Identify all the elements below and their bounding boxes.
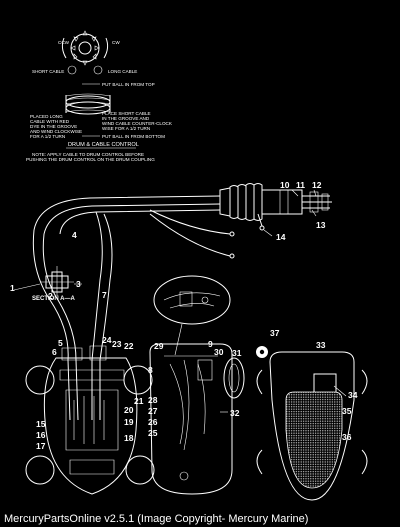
ccw-label: CCW bbox=[58, 40, 70, 45]
callout-12: 12 bbox=[312, 180, 322, 190]
callout-11: 11 bbox=[296, 180, 305, 190]
callout-28: 28 bbox=[148, 395, 158, 405]
callout-22: 22 bbox=[124, 341, 134, 351]
callout-21: 21 bbox=[134, 396, 144, 406]
callout-33: 33 bbox=[316, 340, 326, 350]
place-short-4: WISE FOR A 1/2 TURN bbox=[102, 126, 150, 131]
callout-35: 35 bbox=[342, 406, 352, 416]
callout-14: 14 bbox=[276, 232, 286, 242]
drum-note-2: PUSHING THE DRUM CONTROL ON THE DRUM COU… bbox=[26, 157, 155, 162]
callout-numbers: 1 2 3 4 5 6 7 8 9 10 11 12 13 14 15 16 1… bbox=[10, 180, 358, 451]
callout-1: 1 bbox=[10, 283, 15, 293]
callout-2: 2 bbox=[48, 291, 53, 301]
callout-27: 27 bbox=[148, 406, 158, 416]
placed-long-2: CABLE WITH RED bbox=[30, 119, 70, 124]
callout-5: 5 bbox=[58, 338, 63, 348]
long-cable-label: LONG CABLE bbox=[108, 69, 137, 74]
callout-18: 18 bbox=[124, 433, 134, 443]
callout-36: 36 bbox=[342, 432, 352, 442]
put-ball-top-label: PUT BALL IN FROM TOP bbox=[102, 82, 155, 87]
short-cable-label: SHORT CABLE bbox=[32, 69, 64, 74]
callout-17: 17 bbox=[36, 441, 46, 451]
exploded-view-drawing: CCW CW SHORT CABLE LONG CABLE PUT BALL I… bbox=[10, 30, 368, 501]
callout-3: 3 bbox=[76, 279, 81, 289]
drum-title: DRUM & CABLE CONTROL bbox=[68, 142, 139, 148]
callout-30: 30 bbox=[214, 347, 224, 357]
callout-8: 8 bbox=[148, 365, 153, 375]
callout-15: 15 bbox=[36, 419, 46, 429]
callout-29: 29 bbox=[154, 341, 164, 351]
callout-23: 23 bbox=[112, 339, 122, 349]
callout-9: 9 bbox=[208, 339, 213, 349]
put-ball-bottom-label: PUT BALL IN FROM BOTTOM bbox=[102, 134, 165, 139]
callout-10: 10 bbox=[280, 180, 290, 190]
section-a-a-detail: SECTION A—A bbox=[32, 266, 75, 302]
placed-long-4: AND WIND CLOCKWISE bbox=[30, 129, 82, 134]
middle-housing-assembly bbox=[149, 343, 245, 495]
callout-16: 16 bbox=[36, 430, 46, 440]
grip-pad bbox=[285, 391, 343, 489]
leader-lines bbox=[13, 189, 347, 413]
callout-20: 20 bbox=[124, 405, 134, 415]
callout-13: 13 bbox=[316, 220, 326, 230]
image-copyright-caption: MercuryPartsOnline v2.5.1 (Image Copyrig… bbox=[0, 512, 400, 527]
magnified-detail bbox=[153, 275, 231, 356]
cable-harness bbox=[33, 183, 332, 259]
right-housing-assembly bbox=[256, 346, 368, 501]
callout-4: 4 bbox=[72, 230, 77, 240]
place-short-2: IN THE GROOVE AND bbox=[102, 116, 150, 121]
left-housing-assembly bbox=[25, 345, 155, 495]
place-short-3: WIND CABLE COUNTER-CLOCK bbox=[102, 121, 173, 126]
cw-label: CW bbox=[112, 40, 120, 45]
placed-long-3: DYE IN THE GROOVE bbox=[30, 124, 77, 129]
drum-gear-icon bbox=[61, 30, 109, 75]
callout-24: 24 bbox=[102, 335, 112, 345]
section-label: SECTION A—A bbox=[32, 296, 75, 302]
place-short-1: PLACE SHORT CABLE bbox=[102, 111, 151, 116]
callout-25: 25 bbox=[148, 428, 158, 438]
drum-cable-detail: CCW CW SHORT CABLE LONG CABLE PUT BALL I… bbox=[26, 30, 173, 162]
callout-32: 32 bbox=[230, 408, 240, 418]
cable-drum-coil bbox=[65, 93, 111, 115]
placed-long-1: PLACED LONG bbox=[30, 114, 63, 119]
callout-19: 19 bbox=[124, 417, 134, 427]
drum-note-1: NOTE: APPLY CABLE TO DRUM CONTROL BEFORE bbox=[32, 152, 144, 157]
callout-26: 26 bbox=[148, 417, 158, 427]
callout-34: 34 bbox=[348, 390, 358, 400]
placed-long-5: FOR A 1/2 TURN bbox=[30, 134, 65, 139]
callout-7: 7 bbox=[102, 290, 107, 300]
callout-37: 37 bbox=[270, 328, 280, 338]
callout-6: 6 bbox=[52, 347, 57, 357]
callout-31: 31 bbox=[232, 348, 242, 358]
